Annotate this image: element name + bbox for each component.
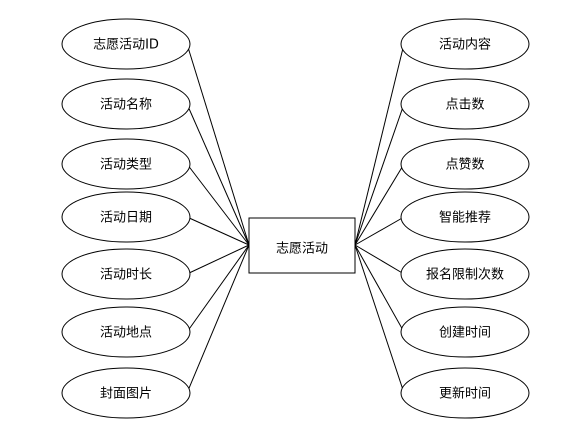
attr-activity-location-ellipse [61, 306, 191, 358]
attr-click-count-ellipse [400, 78, 530, 130]
entity-label: 志愿活动 [276, 242, 328, 257]
attr-activity-location-label: 活动地点 [100, 326, 152, 341]
connector-attr-smart-recommend [354, 216, 405, 246]
attr-activity-date-label: 活动日期 [100, 211, 152, 226]
connector-attr-activity-duration [186, 244, 250, 275]
connector-attr-like-count [354, 163, 405, 246]
attr-click-count-label: 点击数 [445, 98, 484, 113]
connector-attr-activity-date [186, 216, 250, 246]
attr-like-count: 点赞数 [400, 138, 530, 190]
attr-cover-image-ellipse [61, 367, 191, 419]
connector-attr-activity-location [186, 244, 250, 333]
attr-like-count-label: 点赞数 [445, 158, 484, 173]
connector-attr-cover-image [186, 244, 250, 394]
attr-volunteer-activity-id-ellipse [61, 18, 191, 70]
connector-lines [186, 43, 405, 394]
attr-activity-type-ellipse [61, 138, 191, 190]
attr-like-count-ellipse [400, 138, 530, 190]
connector-attr-create-time [354, 244, 405, 333]
attr-activity-content-ellipse [400, 18, 530, 70]
attr-signup-limit-ellipse [400, 248, 530, 300]
attr-activity-date-ellipse [61, 191, 191, 243]
attr-activity-type-label: 活动类型 [100, 158, 152, 173]
connector-attr-volunteer-activity-id [186, 43, 250, 246]
attr-activity-content: 活动内容 [400, 18, 530, 70]
attr-activity-type: 活动类型 [61, 138, 191, 190]
connector-attr-activity-type [186, 163, 250, 246]
attr-update-time: 更新时间 [400, 367, 530, 419]
attr-activity-duration-label: 活动时长 [100, 268, 152, 283]
attr-smart-recommend-label: 智能推荐 [439, 211, 491, 226]
entity-node: 志愿活动 [248, 217, 356, 274]
attr-update-time-ellipse [400, 367, 530, 419]
attr-create-time-label: 创建时间 [439, 326, 491, 341]
attr-cover-image: 封面图片 [61, 367, 191, 419]
attr-click-count: 点击数 [400, 78, 530, 130]
attr-activity-duration: 活动时长 [61, 248, 191, 300]
attr-signup-limit-label: 报名限制次数 [426, 267, 504, 283]
entity-box [248, 217, 356, 274]
attr-activity-name: 活动名称 [61, 78, 191, 130]
connector-attr-signup-limit [354, 244, 405, 275]
attr-smart-recommend: 智能推荐 [400, 191, 530, 243]
attr-volunteer-activity-id: 志愿活动ID [61, 18, 191, 70]
attr-activity-name-ellipse [61, 78, 191, 130]
attr-create-time-ellipse [400, 306, 530, 358]
attr-activity-name-label: 活动名称 [100, 97, 152, 113]
attr-cover-image-label: 封面图片 [100, 387, 152, 402]
attr-activity-duration-ellipse [61, 248, 191, 300]
attr-activity-date: 活动日期 [61, 191, 191, 243]
connector-attr-click-count [354, 103, 405, 246]
connector-attr-update-time [354, 244, 405, 394]
connector-attr-activity-content [354, 43, 405, 246]
connector-attr-activity-name [186, 103, 250, 246]
attr-volunteer-activity-id-label: 志愿活动ID [93, 38, 159, 53]
attr-create-time: 创建时间 [400, 306, 530, 358]
attr-activity-content-label: 活动内容 [439, 37, 491, 53]
attr-activity-location: 活动地点 [61, 306, 191, 358]
attr-signup-limit: 报名限制次数 [400, 248, 530, 300]
attr-update-time-label: 更新时间 [439, 386, 491, 402]
attr-smart-recommend-ellipse [400, 191, 530, 243]
